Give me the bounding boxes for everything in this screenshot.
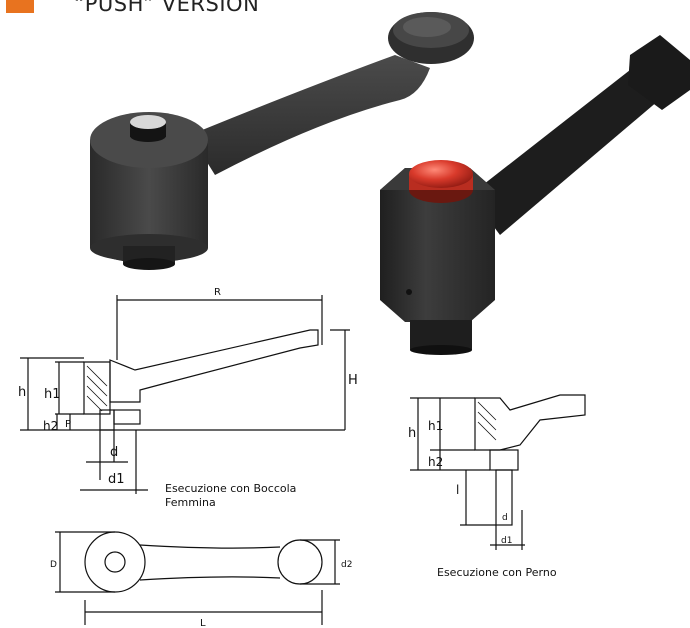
technical-drawing-pin [410, 394, 586, 550]
photo-handle-gray [90, 12, 474, 270]
pin-dim-l: l [456, 483, 459, 497]
pin-dim-h2: h2 [428, 455, 443, 469]
caption-female-line2: Femmina [165, 496, 216, 509]
dim-d: d [110, 445, 118, 460]
pin-dim-h1: h1 [428, 419, 443, 433]
photo-handle-black [380, 35, 690, 355]
dim-D: D [50, 560, 57, 570]
technical-drawing-top [55, 531, 340, 625]
dim-h: h [18, 385, 26, 400]
dim-p: P [65, 419, 71, 430]
caption-pin: Esecuzione con Perno [437, 566, 557, 579]
dim-d2: d2 [341, 560, 352, 570]
pin-dim-h: h [408, 426, 416, 441]
pin-dim-d1: d1 [501, 536, 512, 546]
dim-R: R [214, 287, 221, 298]
dim-h1: h1 [44, 387, 61, 402]
page-title: “PUSH” VERSION [74, 0, 260, 16]
technical-drawing-female [20, 295, 350, 494]
dim-h2: h2 [43, 419, 58, 433]
pin-dim-d: d [502, 513, 508, 523]
dim-H: H [348, 373, 358, 388]
accent-square [6, 0, 34, 13]
caption-female-line1: Esecuzione con Boccola [165, 482, 296, 495]
dim-d1: d1 [108, 472, 125, 487]
dim-L: L [200, 618, 206, 628]
